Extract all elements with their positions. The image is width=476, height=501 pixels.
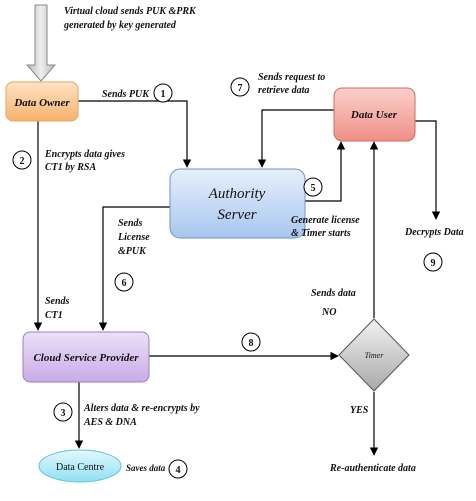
step-1-marker: 1 [153,83,173,103]
step-6-number: 6 [122,278,127,289]
no-label: NO [321,307,336,318]
sends-ct1-label-line1: Sends [45,296,70,307]
step-7-number: 7 [238,83,243,94]
sends-request-label-line2: retrieve data [258,85,309,96]
step-4-marker: 4 [168,459,188,479]
step-2-marker: 2 [12,150,32,170]
sends-request-label-line1: Sends request to [258,72,325,83]
saves-data-label: Saves data [126,463,166,473]
sends-data-label: Sends data [311,288,356,299]
data-user-label: Data User [350,109,398,121]
data-user-node: Data User [333,87,416,142]
authority-server-node: Authority Server [169,168,306,239]
cloud-service-provider-node: Cloud Service Provider [22,331,150,383]
alters-label-line2: AES & DNA [83,417,137,428]
encrypts-label-line1: Encrypts data gives [44,149,125,160]
step-8-marker: 8 [241,332,261,352]
generate-license-label-line1: Generate license [291,215,360,226]
step-3-number: 3 [61,408,66,419]
timer-decision-node: Timer [338,318,410,392]
cloud-service-provider-label: Cloud Service Provider [33,352,139,364]
authority-server-label-line1: Authority [208,186,266,202]
alters-label-line1: Alters data & re-encrypts by [83,403,200,414]
step-5-number: 5 [311,183,316,194]
sends-license-label-line1: Sends [118,218,143,229]
encrypts-label-line2: CT1 by RSA [45,162,96,173]
edge-user-to-authority [257,109,334,168]
step-6-marker: 6 [114,272,134,292]
virtual-cloud-label-line2: generated by key generated [63,20,177,31]
decrypts-data-label: Decrypts Data [404,227,464,238]
edge-authority-to-user [305,141,346,202]
sends-puk-label: Sends PUK [102,89,150,100]
virtual-cloud-label-line1: Virtual cloud sends PUK &PRK [64,6,197,17]
step-4-number: 4 [176,465,181,476]
data-owner-node: Data Owner [5,81,79,122]
sends-license-label-line3: &PUK [118,246,147,257]
step-5-marker: 5 [303,177,323,197]
generate-license-label-line2: & Timer starts [291,228,351,239]
reauthenticate-label: Re-authenticate data [329,463,416,474]
virtual-cloud-input-arrow [25,4,57,82]
step-9-marker: 9 [423,252,443,272]
sends-license-label-line2: License [117,232,150,243]
timer-label: Timer [365,351,385,360]
data-centre-node: Data Centre [38,449,122,483]
step-8-number: 8 [249,338,254,349]
edge-user-to-decrypt [415,120,441,220]
data-centre-label: Data Centre [56,462,105,473]
step-3-marker: 3 [53,402,73,422]
step-9-number: 9 [431,258,436,269]
edge-owner-to-authority [78,100,192,168]
data-owner-label: Data Owner [13,97,70,109]
step-7-marker: 7 [230,77,250,97]
yes-label: YES [350,405,369,416]
sends-ct1-label-line2: CT1 [45,310,63,321]
edge-authority-to-csp [98,206,170,331]
step-1-number: 1 [161,89,166,100]
step-2-number: 2 [20,156,25,167]
authority-server-label-line2: Server [217,207,256,223]
